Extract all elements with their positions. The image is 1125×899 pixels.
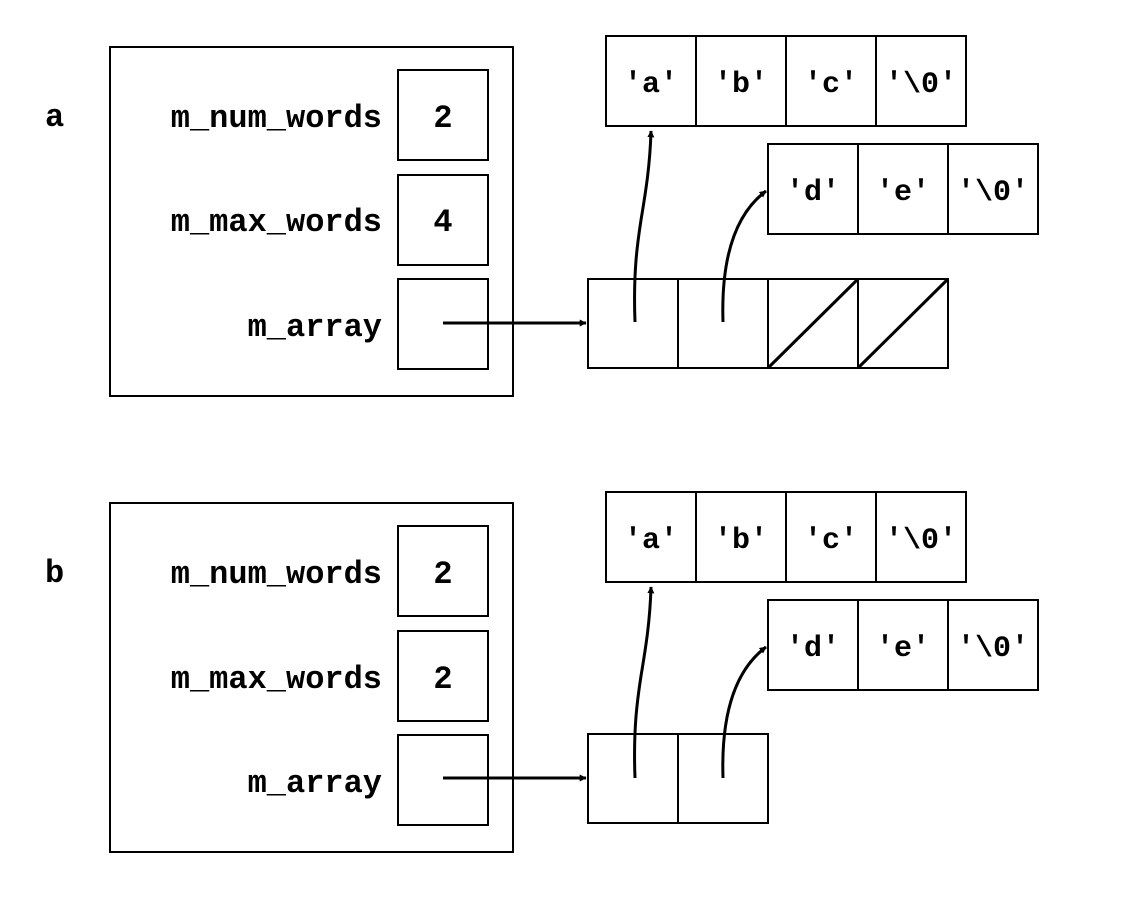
char-cell xyxy=(875,491,967,583)
string-pointer-arrow xyxy=(633,586,655,779)
char-value: 'a' xyxy=(624,524,678,558)
field-label-max-words: m_max_words xyxy=(171,661,382,698)
char-cell xyxy=(785,35,877,127)
char-value: '\0' xyxy=(957,176,1029,210)
char-cell xyxy=(857,599,949,691)
string-array-2: 'd' 'e' '\0' xyxy=(767,143,1039,235)
string-array-1: 'a' 'b' 'c' '\0' xyxy=(605,491,967,583)
char-value: '\0' xyxy=(885,68,957,102)
string-pointer-arrow xyxy=(633,130,655,323)
array-slot xyxy=(587,733,679,824)
char-value: 'e' xyxy=(876,632,930,666)
null-slash xyxy=(856,277,950,370)
char-cell xyxy=(785,491,877,583)
char-cell xyxy=(875,35,967,127)
char-cell xyxy=(857,143,949,235)
char-cell xyxy=(695,35,787,127)
pointer-array xyxy=(587,277,950,370)
string-array-1: 'a' 'b' 'c' '\0' xyxy=(605,35,967,127)
string-array-2: 'd' 'e' '\0' xyxy=(767,599,1039,691)
field-label-max-words: m_max_words xyxy=(171,204,382,241)
char-value: 'b' xyxy=(714,524,768,558)
variable-name: b xyxy=(45,555,64,592)
field-label-num-words: m_num_words xyxy=(171,556,382,593)
object-diagram-b: b m_num_words 2 m_max_words 2 m_array 'a… xyxy=(45,491,1039,853)
field-value-box xyxy=(397,69,489,161)
field-value-max-words: 4 xyxy=(433,204,452,241)
variable-name: a xyxy=(45,99,64,136)
field-value-box xyxy=(397,734,489,826)
string-pointer-arrow xyxy=(721,189,767,323)
char-value: '\0' xyxy=(885,524,957,558)
char-value: 'c' xyxy=(804,68,858,102)
field-label-array: m_array xyxy=(248,765,382,802)
field-value-max-words: 2 xyxy=(433,661,452,698)
field-label-num-words: m_num_words xyxy=(171,100,382,137)
array-slot xyxy=(587,278,679,369)
field-label-array: m_array xyxy=(248,309,382,346)
char-value: 'e' xyxy=(876,176,930,210)
char-value: 'd' xyxy=(786,176,840,210)
field-value-num-words: 2 xyxy=(433,100,452,137)
string-pointer-arrow xyxy=(721,645,767,779)
field-value-num-words: 2 xyxy=(433,556,452,593)
object-diagram-a: a m_num_words 2 m_max_words 4 m_array xyxy=(45,35,1039,397)
char-cell xyxy=(767,599,859,691)
field-value-box xyxy=(397,174,489,266)
char-cell xyxy=(947,143,1039,235)
null-slash xyxy=(766,277,860,370)
char-value: 'a' xyxy=(624,68,678,102)
char-value: 'b' xyxy=(714,68,768,102)
char-value: 'd' xyxy=(786,632,840,666)
char-value: '\0' xyxy=(957,632,1029,666)
pointer-array xyxy=(587,733,769,824)
char-cell xyxy=(605,35,697,127)
char-value: 'c' xyxy=(804,524,858,558)
char-cell xyxy=(947,599,1039,691)
char-cell xyxy=(767,143,859,235)
field-value-box xyxy=(397,630,489,722)
field-value-box xyxy=(397,525,489,617)
